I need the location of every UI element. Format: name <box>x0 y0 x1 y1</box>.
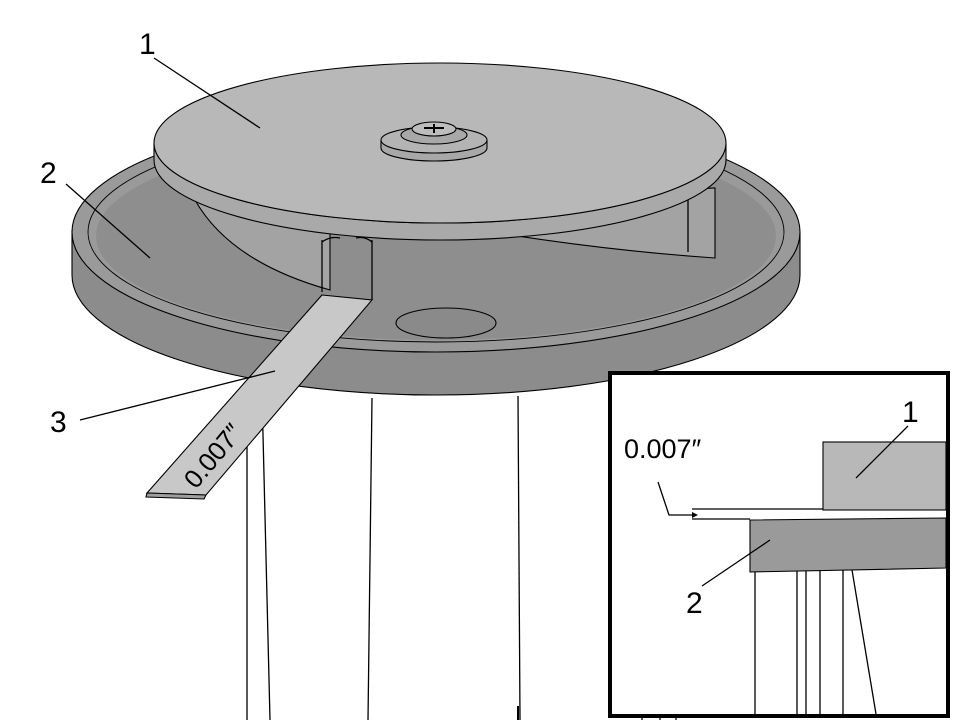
callout-1: 1 <box>139 28 156 61</box>
inset-callout-1: 1 <box>902 396 919 429</box>
inset-gap-dimension: 0.007″ <box>624 434 702 464</box>
inset-callout-2: 2 <box>686 587 703 620</box>
callouts: 1 2 3 <box>40 28 276 439</box>
callout-3: 3 <box>50 406 67 439</box>
center-screw <box>380 121 488 162</box>
detail-inset: 0.007″ 1 2 <box>608 371 950 718</box>
callout-2: 2 <box>40 157 57 190</box>
